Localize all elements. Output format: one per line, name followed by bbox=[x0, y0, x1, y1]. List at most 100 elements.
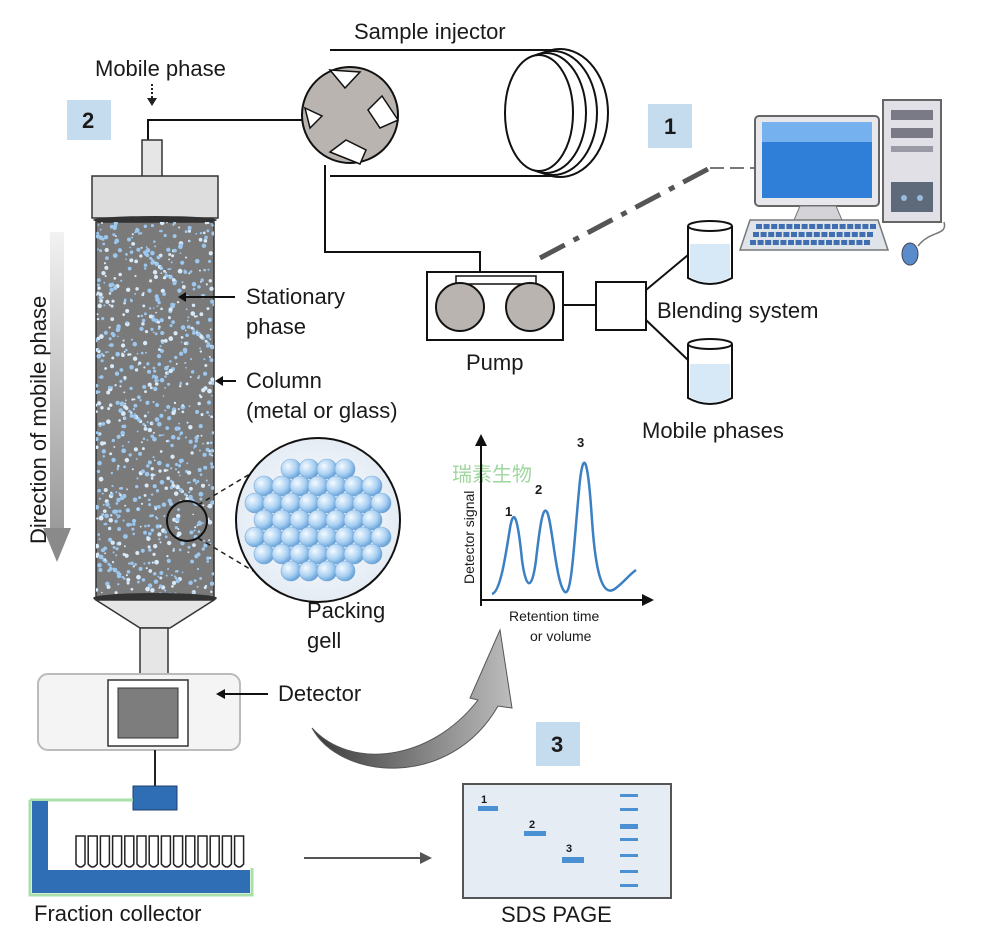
packing-speck bbox=[157, 575, 160, 578]
packing-speck bbox=[154, 379, 158, 383]
packing-speck bbox=[180, 540, 185, 546]
packing-label-1: Packing bbox=[307, 598, 385, 623]
packing-speck bbox=[97, 488, 101, 493]
packing-speck bbox=[184, 361, 187, 365]
packing-speck bbox=[147, 427, 150, 430]
packing-speck bbox=[140, 441, 143, 444]
packing-speck bbox=[130, 587, 134, 591]
packing-speck bbox=[153, 543, 158, 549]
packing-speck bbox=[138, 566, 143, 571]
packing-speck bbox=[123, 545, 126, 548]
packing-speck bbox=[123, 416, 127, 420]
packing-speck bbox=[169, 324, 173, 328]
packing-speck bbox=[178, 487, 183, 492]
packing-speck bbox=[202, 539, 206, 542]
keyboard-key bbox=[844, 232, 851, 237]
packing-speck bbox=[142, 340, 148, 346]
packing-speck bbox=[141, 469, 145, 474]
packing-speck bbox=[133, 447, 138, 452]
packing-speck bbox=[165, 222, 168, 224]
packing-speck bbox=[158, 584, 163, 588]
ladder-band bbox=[620, 884, 638, 887]
packing-speck bbox=[199, 231, 203, 235]
packing-speck bbox=[102, 454, 106, 458]
packing-speck bbox=[206, 556, 210, 560]
packing-speck bbox=[146, 362, 150, 366]
packing-speck bbox=[189, 376, 192, 378]
keyboard-key bbox=[760, 232, 767, 237]
keyboard-key bbox=[826, 240, 832, 245]
packing-speck bbox=[173, 491, 179, 496]
packing-speck bbox=[157, 348, 161, 352]
packing-speck bbox=[107, 569, 111, 573]
fraction-collector-label: Fraction collector bbox=[34, 901, 202, 926]
packing-speck bbox=[173, 303, 176, 306]
packing-speck bbox=[146, 464, 150, 468]
packing-speck bbox=[117, 541, 122, 546]
packing-speck bbox=[166, 469, 169, 472]
packing-speck bbox=[147, 583, 153, 588]
packing-speck bbox=[125, 258, 127, 261]
packing-speck bbox=[177, 471, 180, 474]
packing-speck bbox=[121, 353, 125, 358]
packing-speck bbox=[200, 434, 203, 437]
packing-speck bbox=[150, 493, 154, 496]
keyboard-key bbox=[824, 224, 831, 229]
packing-speck bbox=[175, 517, 180, 522]
packing-speck bbox=[125, 252, 128, 256]
keyboard-key bbox=[810, 240, 817, 245]
packing-speck bbox=[106, 584, 111, 589]
packing-speck bbox=[132, 522, 136, 526]
packing-speck bbox=[125, 508, 131, 513]
packing-speck bbox=[97, 348, 100, 351]
packing-speck bbox=[155, 489, 160, 493]
packing-speck bbox=[175, 569, 179, 573]
packing-speck bbox=[162, 434, 165, 436]
packing-speck bbox=[181, 404, 184, 407]
packing-bead bbox=[253, 543, 275, 565]
packing-speck bbox=[157, 379, 160, 382]
packing-speck bbox=[166, 558, 171, 563]
packing-speck bbox=[196, 329, 199, 332]
sds-page-label: SDS PAGE bbox=[501, 902, 612, 927]
collection-tube bbox=[87, 835, 98, 868]
packing-speck bbox=[186, 481, 190, 484]
packing-speck bbox=[190, 559, 194, 564]
packing-speck bbox=[136, 574, 141, 580]
packing-speck bbox=[152, 400, 155, 404]
packing-speck bbox=[154, 261, 157, 264]
packing-speck bbox=[187, 316, 190, 319]
packing-speck bbox=[151, 377, 154, 379]
packing-speck bbox=[116, 222, 118, 224]
packing-speck bbox=[178, 351, 184, 356]
packing-speck bbox=[125, 348, 128, 352]
packing-speck bbox=[134, 274, 137, 278]
packing-speck bbox=[99, 432, 102, 435]
packing-speck bbox=[160, 434, 163, 437]
packing-speck bbox=[192, 287, 196, 291]
collection-tube bbox=[172, 835, 184, 868]
keyboard-key bbox=[756, 224, 762, 229]
packing-speck bbox=[138, 361, 142, 365]
packing-speck bbox=[210, 299, 214, 304]
packing-speck bbox=[203, 543, 208, 548]
packing-speck bbox=[102, 503, 105, 506]
packing-speck bbox=[167, 268, 170, 271]
packing-speck bbox=[98, 376, 101, 379]
packing-speck bbox=[146, 369, 152, 374]
keyboard-key bbox=[795, 240, 802, 245]
packing-speck bbox=[166, 404, 171, 410]
packing-speck bbox=[179, 252, 182, 255]
packing-speck bbox=[148, 314, 153, 319]
packing-speck bbox=[204, 222, 208, 225]
packing-speck bbox=[173, 401, 177, 405]
packing-speck bbox=[166, 555, 169, 558]
packing-speck bbox=[141, 318, 146, 323]
packing-speck bbox=[154, 294, 159, 299]
packing-speck bbox=[158, 230, 162, 233]
packing-speck bbox=[105, 581, 110, 587]
packing-speck bbox=[184, 329, 187, 332]
packing-speck bbox=[112, 567, 115, 570]
packing-speck bbox=[138, 496, 142, 500]
packing-speck bbox=[122, 519, 125, 522]
